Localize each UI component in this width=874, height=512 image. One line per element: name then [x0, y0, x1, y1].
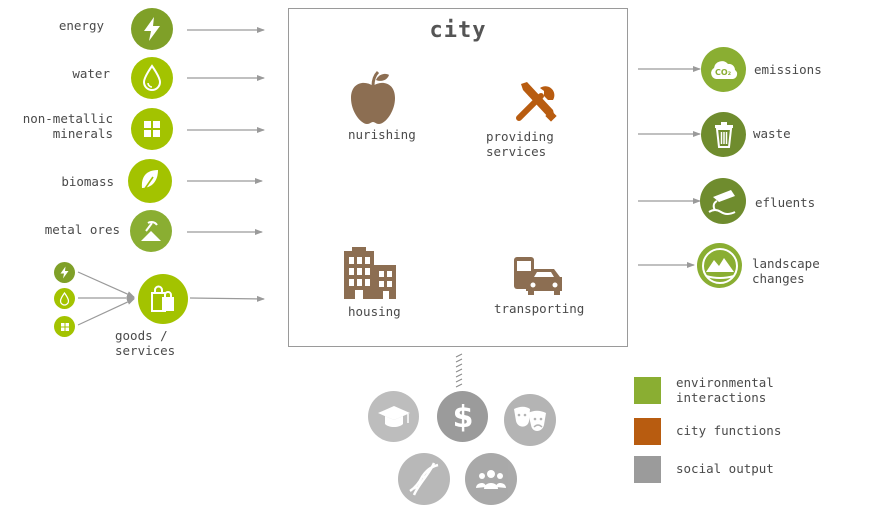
city-box [288, 8, 628, 347]
output-label-waste: waste [753, 126, 791, 141]
arrow-goods [189, 295, 265, 302]
apple-icon [347, 70, 399, 130]
legend-label-environmental: environmental interactions [676, 375, 774, 405]
legend-swatch-environmental [634, 377, 661, 404]
graduation-cap-icon [368, 391, 419, 442]
lightning-icon [131, 8, 173, 50]
output-label-efluents: efluents [755, 195, 816, 210]
svg-text:$: $ [452, 400, 473, 434]
co2-icon: CO₂ [701, 47, 746, 92]
trash-icon [701, 112, 746, 157]
function-label-transporting: transporting [494, 301, 585, 316]
svg-text:CO₂: CO₂ [715, 68, 732, 77]
input-label-metal-ores: metal ores [44, 222, 120, 237]
tools-icon [513, 78, 559, 128]
water-drop-icon [54, 288, 75, 309]
water-drop-icon [131, 57, 173, 99]
truck-car-icon [512, 255, 564, 301]
function-label-nurishing: nurishing [348, 127, 416, 142]
tiles-icon [131, 108, 173, 150]
pipe-effluent-icon [700, 178, 746, 224]
dollar-icon: $ [437, 391, 488, 442]
mountain-landscape-icon [697, 243, 742, 288]
input-label-minerals: non-metallic minerals [22, 111, 113, 141]
people-icon [465, 453, 517, 505]
buildings-icon [342, 245, 398, 305]
dna-icon [398, 453, 450, 505]
function-label-housing: housing [348, 304, 401, 319]
pickaxe-mountain-icon [130, 210, 172, 252]
legend-swatch-city-functions [634, 418, 661, 445]
legend-swatch-social-output [634, 456, 661, 483]
input-label-water: water [72, 66, 110, 81]
input-label-energy: energy [58, 18, 104, 33]
legend-label-social-output: social output [676, 461, 774, 476]
leaf-icon [128, 159, 172, 203]
city-title: city [429, 18, 487, 43]
function-label-providing-services: providing services [486, 129, 554, 159]
output-label-emissions: emissions [754, 62, 822, 77]
goods-label: goods / services [115, 328, 176, 358]
shopping-bags-icon [138, 274, 188, 324]
tiles-icon [54, 316, 75, 337]
output-label-landscape-changes: landscape changes [752, 256, 820, 286]
legend-label-city-functions: city functions [676, 423, 782, 438]
lightning-icon [54, 262, 75, 283]
theater-masks-icon [504, 394, 556, 446]
input-label-biomass: biomass [61, 174, 114, 189]
